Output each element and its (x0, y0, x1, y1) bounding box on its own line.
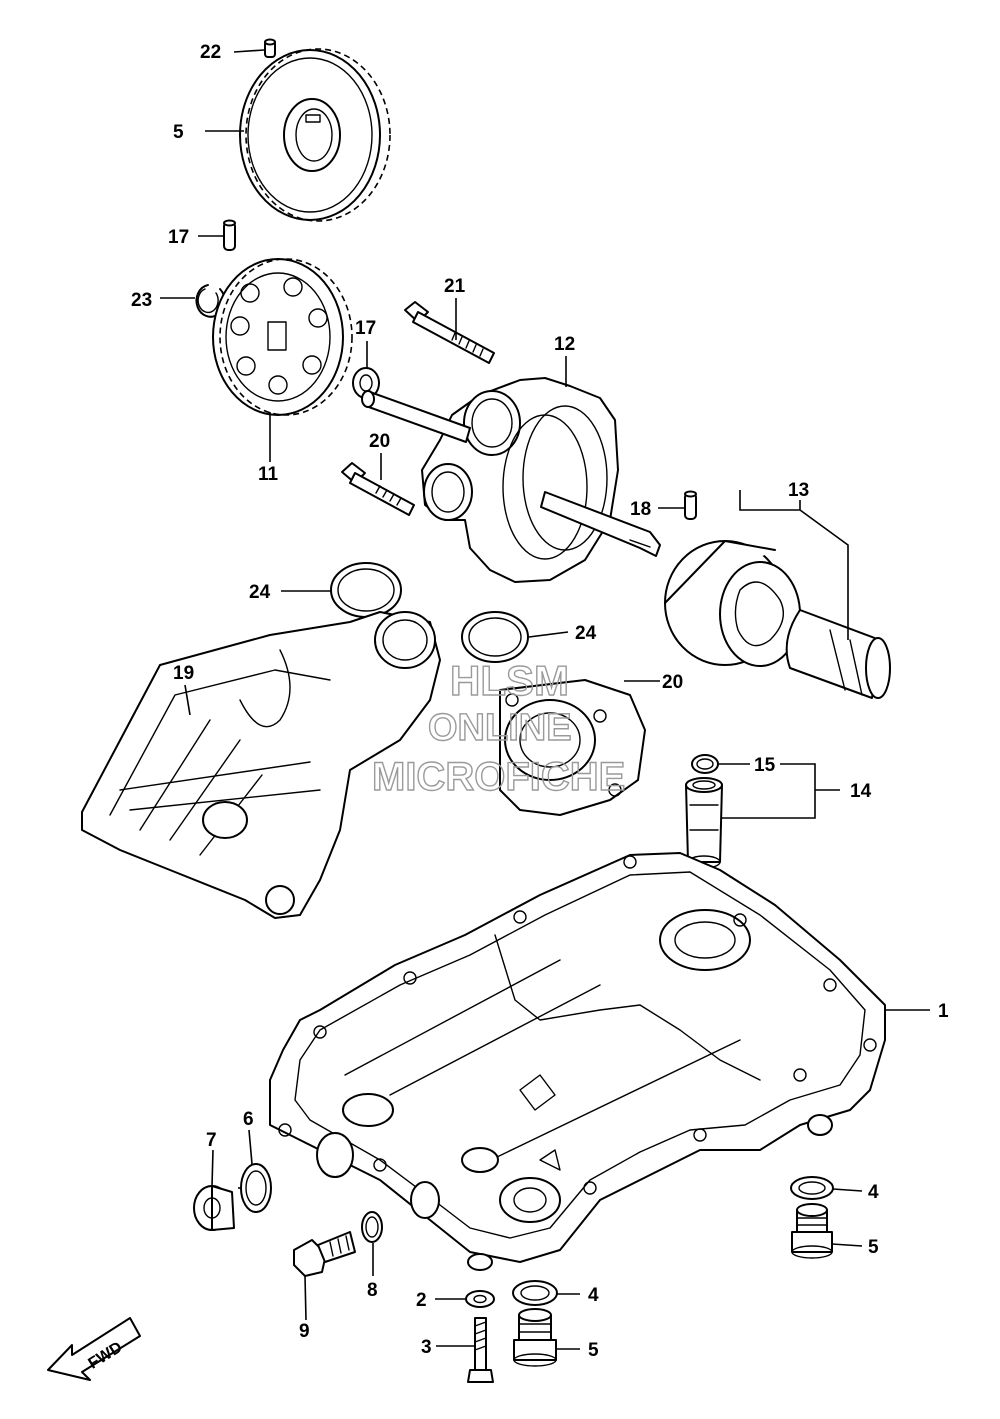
callout-11: 11 (258, 464, 279, 485)
callout-7: 7 (206, 1130, 217, 1151)
callout-19: 21 (444, 276, 466, 297)
part-6-gasket[interactable] (240, 1163, 272, 1213)
part-19-bolt[interactable] (404, 301, 495, 364)
callout-6: 6 (243, 1109, 254, 1130)
part-1-oil-pan[interactable] (269, 852, 886, 1271)
callout-22: 19 (173, 663, 194, 684)
callout-17-upper: 17 (168, 227, 189, 248)
part-3-bolt[interactable] (467, 1317, 494, 1383)
part-23-oil-strainer[interactable] (499, 679, 646, 816)
part-13-rotor-set[interactable] (664, 540, 891, 699)
callout-5-bottom: 5 (588, 1340, 599, 1361)
fwd-direction-arrow: FWD (47, 1317, 141, 1381)
part-7-plug[interactable] (193, 1185, 235, 1231)
part-17-pin-lower[interactable] (684, 490, 697, 520)
callout-13: 13 (788, 480, 809, 501)
leader-lines (160, 49, 930, 1350)
part-20-pin[interactable] (264, 38, 276, 58)
part-4-gasket-bottom[interactable] (512, 1280, 558, 1306)
callout-21: 23 (131, 290, 152, 311)
callout-4-bottom: 4 (588, 1285, 599, 1306)
watermark-line-1: HLSM (450, 657, 569, 704)
callout-labels: 22 5 17 23 17 21 12 20 11 18 13 24 24 19… (131, 42, 949, 1361)
watermark-line-3: MICROFICHE (372, 755, 625, 799)
callout-24-left: 24 (249, 582, 271, 603)
callout-24-right: 24 (575, 623, 597, 644)
part-18-bolt[interactable] (341, 462, 415, 516)
part-22-strainer-cover[interactable] (81, 611, 441, 919)
callout-4-right: 4 (868, 1182, 879, 1203)
callout-14: 14 (850, 781, 872, 802)
part-8-gasket[interactable] (361, 1211, 383, 1243)
callout-16: 17 (355, 318, 376, 339)
callout-2: 2 (416, 1290, 427, 1311)
part-5-drain-plug-bottom[interactable] (513, 1308, 557, 1367)
part-9-plug-bolt[interactable] (293, 1231, 356, 1277)
part-15-o-ring[interactable] (691, 754, 719, 774)
callout-23: 20 (662, 672, 683, 693)
part-4-gasket-right[interactable] (790, 1176, 834, 1200)
callout-1: 1 (938, 1001, 949, 1022)
callout-10: 5 (173, 122, 184, 143)
part-12-oil-pump[interactable] (361, 377, 661, 583)
callout-3: 3 (421, 1337, 432, 1358)
part-17-pin-upper[interactable] (223, 219, 236, 251)
callout-18: 20 (369, 431, 390, 452)
callout-8: 8 (367, 1280, 378, 1301)
part-5-drain-plug-right[interactable] (791, 1203, 833, 1259)
part-11-pump-gear[interactable] (212, 258, 353, 416)
callout-12: 12 (554, 334, 575, 355)
callout-17-lower: 18 (630, 499, 651, 520)
callout-20: 22 (200, 42, 221, 63)
part-2-washer[interactable] (465, 1290, 495, 1308)
watermark: HLSM ONLINE MICROFICHE (371, 656, 626, 799)
part-24-o-ring-right[interactable] (461, 611, 529, 663)
part-24-o-ring-left[interactable] (330, 562, 402, 618)
callout-5-right: 5 (868, 1237, 879, 1258)
watermark-line-2: ONLINE (428, 707, 572, 749)
part-10-gear[interactable] (239, 48, 391, 222)
callout-15: 15 (754, 755, 776, 776)
callout-9: 9 (299, 1321, 310, 1342)
